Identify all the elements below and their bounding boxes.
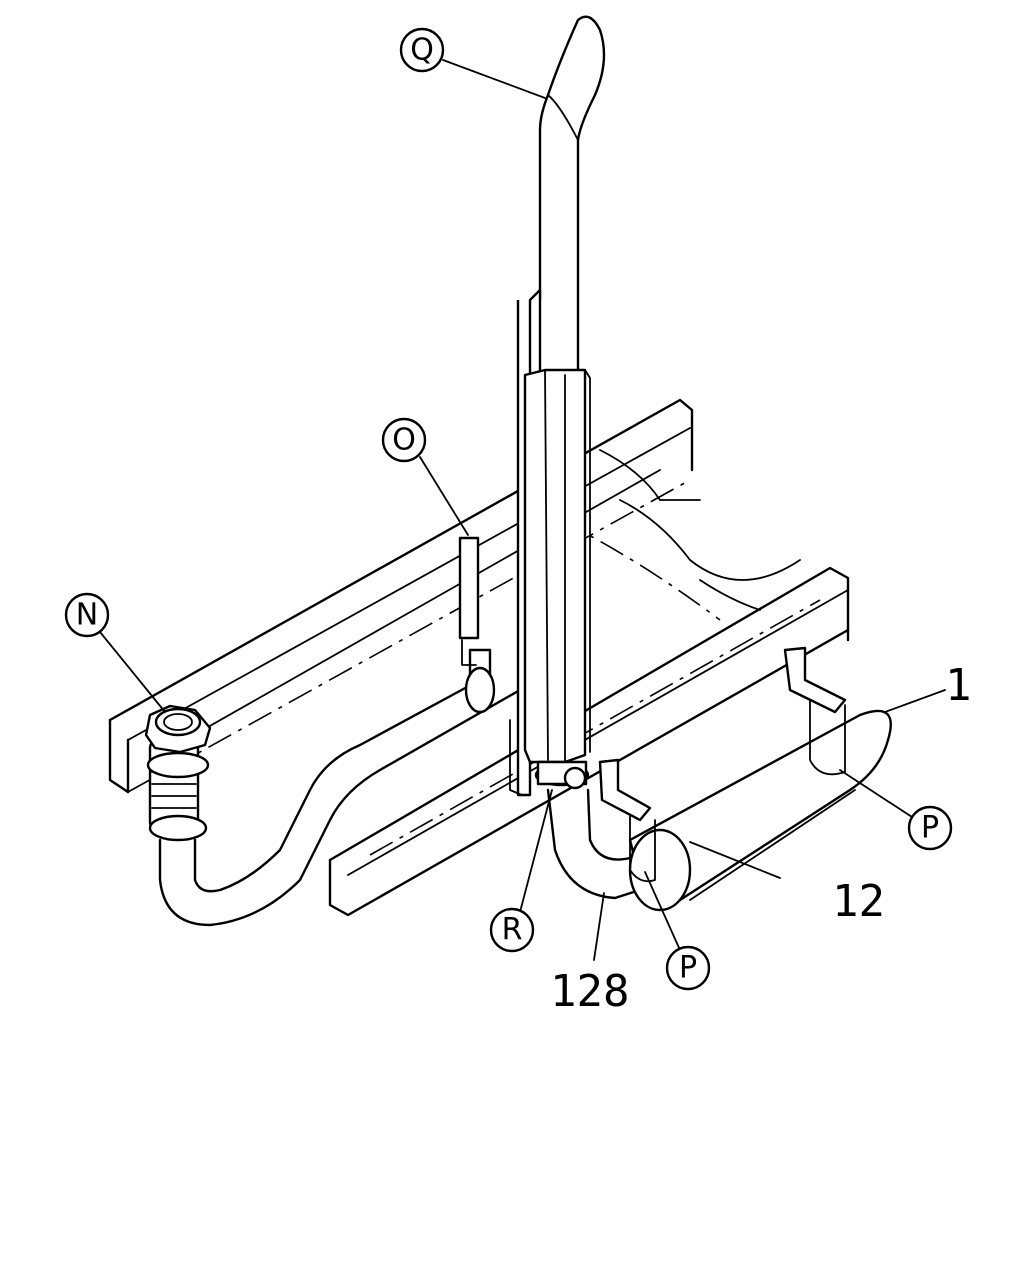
callout-p-upper-label: P [921, 811, 939, 846]
callout-r: R [489, 907, 535, 953]
leader-lines [99, 59, 946, 961]
cross-member [559, 449, 801, 621]
callout-p-lower-label: P [679, 951, 697, 986]
hanger-bracket [458, 536, 480, 666]
frame-rail-right [328, 566, 850, 917]
callout-p-upper: P [907, 805, 953, 851]
stack-clamp [534, 760, 590, 790]
callout-n-label: N [76, 598, 98, 633]
part-number-128: 128 [550, 966, 629, 1017]
part-number-12: 12 [832, 876, 885, 927]
heat-shield [523, 368, 591, 764]
muffler-band-front [598, 758, 656, 883]
callout-o: O [381, 417, 427, 463]
part-number-1: 1 [945, 660, 972, 711]
callout-r-label: R [502, 913, 523, 948]
callout-o-label: O [392, 423, 416, 458]
muffler-bracket [783, 646, 847, 776]
stack-pipe [538, 15, 606, 382]
inlet-flange [144, 704, 212, 779]
inlet-pipe [158, 648, 522, 927]
callout-q: Q [399, 27, 445, 73]
callout-q-label: Q [410, 33, 434, 68]
callout-n: N [64, 592, 110, 638]
callout-p-lower: P [665, 945, 711, 991]
